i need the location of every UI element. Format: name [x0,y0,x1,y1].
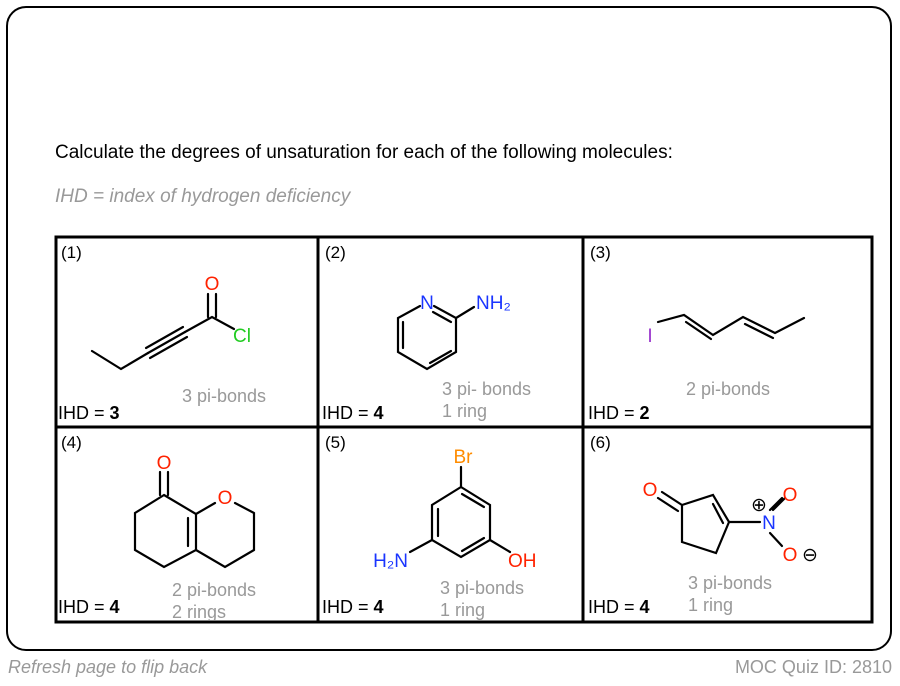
hint-3: 2 pi-bonds [686,379,771,399]
atom-nitrogen: N [420,293,434,314]
quiz-id: MOC Quiz ID: 2810 [734,657,892,677]
atom-bromine: Br [454,447,474,468]
atom-oxygen: O [157,453,172,474]
ihd-answer-2: IHD = 4 [322,403,384,423]
cell-label-6: (6) [590,433,611,452]
flip-back-hint: Refresh page to flip back [8,657,208,677]
atom-chlorine: Cl [233,326,251,347]
grid-border [54,235,874,624]
atom-amine: H₂N [373,551,408,572]
atom-amine: NH₂ [476,293,511,314]
atom-oxygen: O [643,480,658,501]
molecule-2-structure: N NH₂ [396,293,511,371]
positive-charge-icon: ⊕ [751,495,767,516]
cell-label-1: (1) [61,243,82,262]
ihd-answer-6: IHD = 4 [588,597,650,617]
atom-oxygen: O [218,488,233,509]
cell-label-2: (2) [325,243,346,262]
atom-iodine: I [647,326,652,347]
ihd-answer-5: IHD = 4 [322,597,384,617]
atom-hydroxyl: OH [508,551,537,572]
molecule-6-structure: O N O O ⊕ ⊖ [643,480,818,566]
atom-nitrogen: N [762,513,776,534]
molecule-3-structure: I [647,313,806,347]
atom-oxygen: O [783,485,798,506]
cell-label-4: (4) [61,433,82,452]
molecule-5-structure: Br H₂N OH [373,447,536,572]
ihd-answer-4: IHD = 4 [58,597,120,617]
ihd-answer-3: IHD = 2 [588,403,650,423]
atom-oxygen: O [205,274,220,295]
negative-charge-icon: ⊖ [802,545,818,566]
molecule-4-structure: O O [133,453,256,569]
molecule-1-structure: O Cl [90,274,251,371]
quiz-card[interactable] [6,6,892,651]
hint-1: 3 pi-bonds [182,386,267,406]
cell-label-3: (3) [590,243,611,262]
cell-label-5: (5) [325,433,346,452]
subtitle-hint: IHD = index of hydrogen deficiency [55,186,351,207]
ihd-answer-1: IHD = 3 [58,403,120,423]
question-text: Calculate the degrees of unsaturation fo… [55,142,673,163]
atom-oxygen: O [783,545,798,566]
